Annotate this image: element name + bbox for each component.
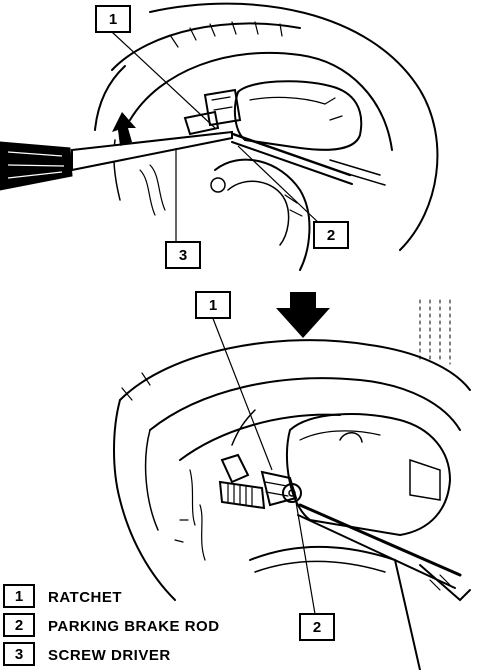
backing-plate-mid-arc: [111, 22, 301, 71]
svg-text:2: 2: [327, 227, 335, 244]
screwdriver: [0, 130, 233, 191]
svg-text:1: 1: [15, 588, 23, 605]
callout-bottom-2: 2: [299, 613, 335, 641]
callout-bottom-1: 1: [195, 291, 231, 319]
svg-text:2: 2: [313, 619, 321, 636]
pivot-bolt: [282, 483, 302, 503]
svg-text:3: 3: [15, 646, 23, 663]
svg-text:SCREW DRIVER: SCREW DRIVER: [48, 647, 171, 664]
ratchet: [260, 470, 298, 507]
parking-brake-rod-bottom: [298, 503, 462, 577]
legend-item-screw-driver: 3 SCREW DRIVER: [3, 642, 171, 666]
screwdriver-shaft: [71, 130, 233, 172]
backing-plate-outer-arc: [149, 2, 439, 251]
legend-item-ratchet: 1 RATCHET: [3, 584, 122, 608]
adjuster-screw: [218, 480, 266, 510]
svg-text:2: 2: [15, 617, 23, 634]
callout-top-1: 1: [95, 5, 131, 33]
svg-text:1: 1: [109, 11, 117, 28]
svg-text:3: 3: [179, 247, 187, 264]
wheel-cylinder: [233, 80, 363, 151]
parking-brake-rod: [228, 131, 352, 177]
svg-text:RATCHET: RATCHET: [48, 589, 122, 606]
legend-item-parking-brake-rod: 2 PARKING BRAKE ROD: [3, 613, 220, 637]
svg-text:PARKING BRAKE ROD: PARKING BRAKE ROD: [48, 618, 220, 635]
callout-top-3: 3: [165, 241, 201, 269]
bottom-view-illustration: [113, 299, 471, 670]
top-view-illustration: [94, 2, 439, 271]
callout-top-2: 2: [313, 221, 349, 249]
direction-arrow-up-icon: [112, 112, 136, 146]
backing-plate-inner-arc: [129, 51, 393, 151]
legend: 1 RATCHET 2 PARKING BRAKE ROD 3 SCREW DR…: [3, 584, 220, 666]
backing-plate-outer-arc-bottom: [119, 339, 471, 401]
svg-text:1: 1: [209, 297, 217, 314]
arrow-down-icon: [276, 292, 330, 338]
hub-outline: [214, 158, 311, 271]
